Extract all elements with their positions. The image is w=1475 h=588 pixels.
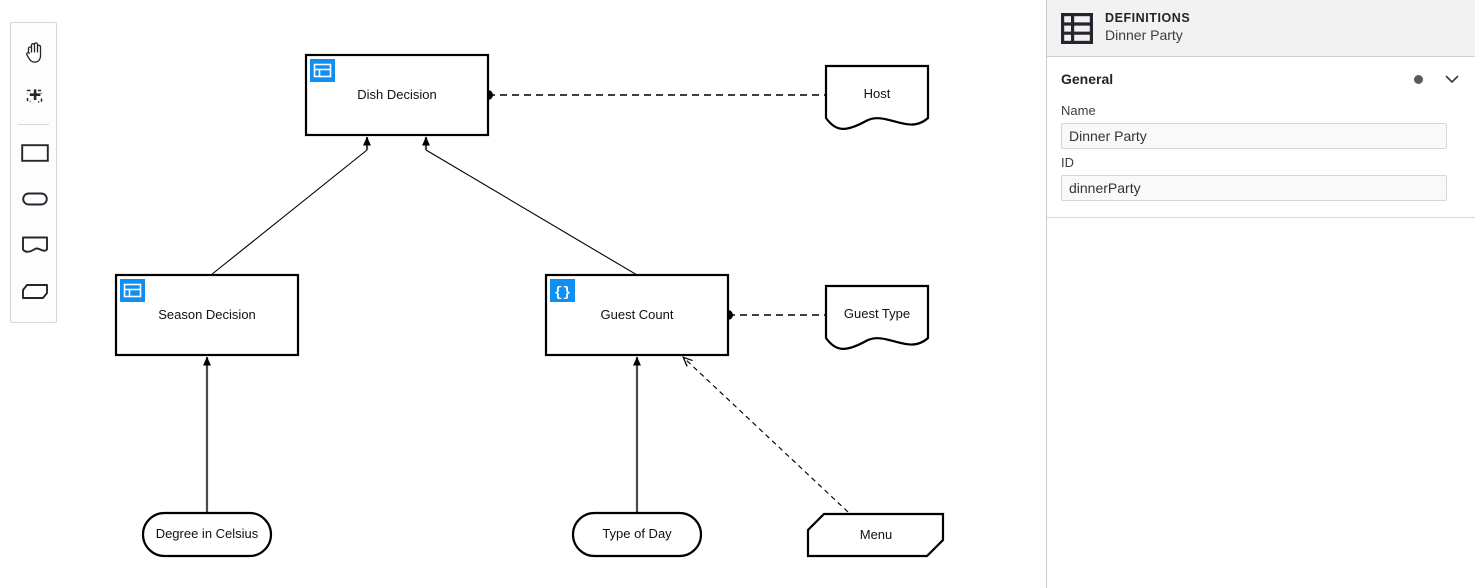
field-label-name: Name	[1061, 103, 1096, 118]
field-label-id: ID	[1061, 155, 1074, 170]
definitions-table-icon	[1061, 12, 1093, 44]
node-label: Degree in Celsius	[156, 526, 259, 541]
name-input[interactable]	[1061, 123, 1447, 149]
node-decision-season-decision[interactable]: Season Decision	[114, 273, 300, 357]
palette-create-business-knowledge-model[interactable]	[11, 268, 58, 314]
edge-information-requirement[interactable]	[422, 136, 638, 276]
business-knowledge-model-shape-icon	[21, 284, 48, 299]
palette-hand-tool[interactable]	[11, 29, 58, 75]
properties-kind-label: DEFINITIONS	[1105, 11, 1191, 26]
node-business-knowledge-model-menu[interactable]: Menu	[806, 512, 945, 558]
palette-separator	[18, 124, 49, 125]
field-name: Name	[1061, 103, 1461, 149]
field-id: ID	[1061, 155, 1461, 201]
chevron-down-icon[interactable]	[1443, 70, 1461, 88]
palette-lasso-tool[interactable]	[11, 75, 58, 121]
properties-header: DEFINITIONS Dinner Party	[1047, 0, 1475, 57]
node-label: Guest Type	[844, 306, 910, 321]
group-header-general[interactable]: General	[1061, 61, 1461, 97]
svg-text:{}: {}	[554, 285, 571, 301]
edge-information-requirement[interactable]	[210, 136, 371, 276]
literal-expression-icon: {}	[550, 279, 575, 302]
node-label: Type of Day	[602, 526, 672, 541]
decision-shape-icon	[20, 144, 49, 162]
node-label: Menu	[860, 527, 893, 542]
node-knowledge-source-host[interactable]: Host	[824, 64, 930, 130]
node-label: Host	[864, 86, 891, 101]
group-status-dot[interactable]	[1414, 74, 1423, 84]
node-decision-dish-decision[interactable]: Dish Decision	[304, 53, 490, 137]
decision-table-icon	[120, 279, 145, 302]
properties-group-general: General Name ID	[1047, 61, 1475, 218]
edge-layer	[203, 90, 849, 513]
group-title: General	[1061, 71, 1114, 87]
properties-element-name: Dinner Party	[1105, 27, 1183, 44]
node-label: Guest Count	[601, 307, 674, 322]
id-input[interactable]	[1061, 175, 1447, 201]
node-decision-guest-count[interactable]: {} Guest Count	[544, 273, 730, 357]
node-knowledge-source-guest-type[interactable]: Guest Type	[824, 284, 930, 350]
input-data-shape-icon	[21, 192, 48, 206]
node-label: Dish Decision	[357, 87, 436, 102]
properties-panel: DEFINITIONS Dinner Party General Name ID	[1046, 0, 1475, 588]
edge-authority-requirement[interactable]	[483, 90, 827, 100]
lasso-icon	[26, 89, 42, 103]
palette-create-knowledge-source[interactable]	[11, 222, 58, 268]
node-input-data-degree-in-celsius[interactable]: Degree in Celsius	[141, 511, 273, 558]
diagram-canvas[interactable]: Dish Decision Season Decision	[0, 0, 1046, 588]
edge-knowledge-requirement[interactable]	[682, 356, 849, 513]
edge-authority-requirement[interactable]	[723, 310, 827, 320]
node-layer: Dish Decision Season Decision	[114, 53, 945, 558]
node-label: Season Decision	[158, 307, 256, 322]
decision-table-icon	[310, 59, 335, 82]
palette-create-decision[interactable]	[11, 130, 58, 176]
palette-create-input-data[interactable]	[11, 176, 58, 222]
hand-icon	[25, 42, 41, 63]
shape-palette	[10, 22, 57, 323]
node-input-data-type-of-day[interactable]: Type of Day	[571, 511, 703, 558]
knowledge-source-shape-icon	[21, 236, 48, 253]
